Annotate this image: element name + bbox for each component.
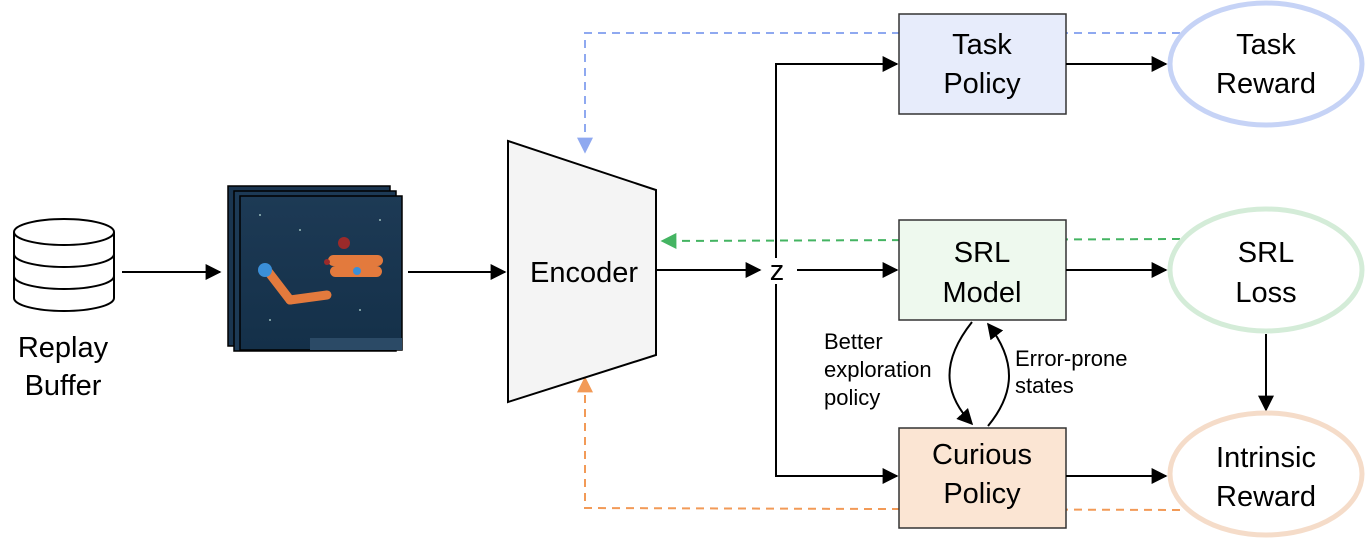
task-policy-box [898,13,1067,115]
better-exploration-label-2: exploration [824,357,932,382]
intrinsic-reward-label-2: Reward [1216,481,1316,513]
exploration-policy-arrow [948,321,974,426]
error-prone-label-2: states [1015,373,1074,398]
replay-buffer-label-2: Buffer [25,370,102,402]
srl-model-label-1: SRL [954,237,1010,269]
srl-loss-label-2: Loss [1235,277,1296,309]
intrinsic-reward-feedback-arrow [577,376,1181,511]
encoder-label: Encoder [530,257,638,289]
z-to-task-policy-arrow [775,56,899,258]
curious-policy-label-2: Policy [943,478,1021,510]
z-to-curious-policy-arrow [775,284,899,484]
latent-z-label: z [770,255,785,287]
intrinsic-reward-node [1167,410,1365,538]
srl-model-box [898,219,1067,321]
error-prone-label-1: Error-prone [1015,346,1127,371]
srl-model-label-2: Model [943,277,1022,309]
intrinsic-reward-label-1: Intrinsic [1216,442,1316,474]
curious-policy-label-1: Curious [932,439,1032,471]
task-reward-label-1: Task [1236,29,1296,61]
srl-loss-label-1: SRL [1238,237,1294,269]
task-policy-label-1: Task [952,29,1012,61]
better-exploration-label-3: policy [824,385,880,410]
error-prone-states-arrow [987,322,1010,427]
curious-policy-box [898,427,1067,529]
observation-frames-image [227,185,403,352]
task-reward-node [1167,0,1365,128]
task-reward-label-2: Reward [1216,68,1316,100]
task-policy-label-2: Policy [943,68,1021,100]
better-exploration-label-1: Better [824,329,883,354]
replay-buffer-label-1: Replay [18,332,109,364]
database-icon [13,218,115,312]
srl-loss-node [1167,206,1365,334]
encoder-block [507,139,657,404]
task-reward-feedback-arrow [577,32,1180,154]
